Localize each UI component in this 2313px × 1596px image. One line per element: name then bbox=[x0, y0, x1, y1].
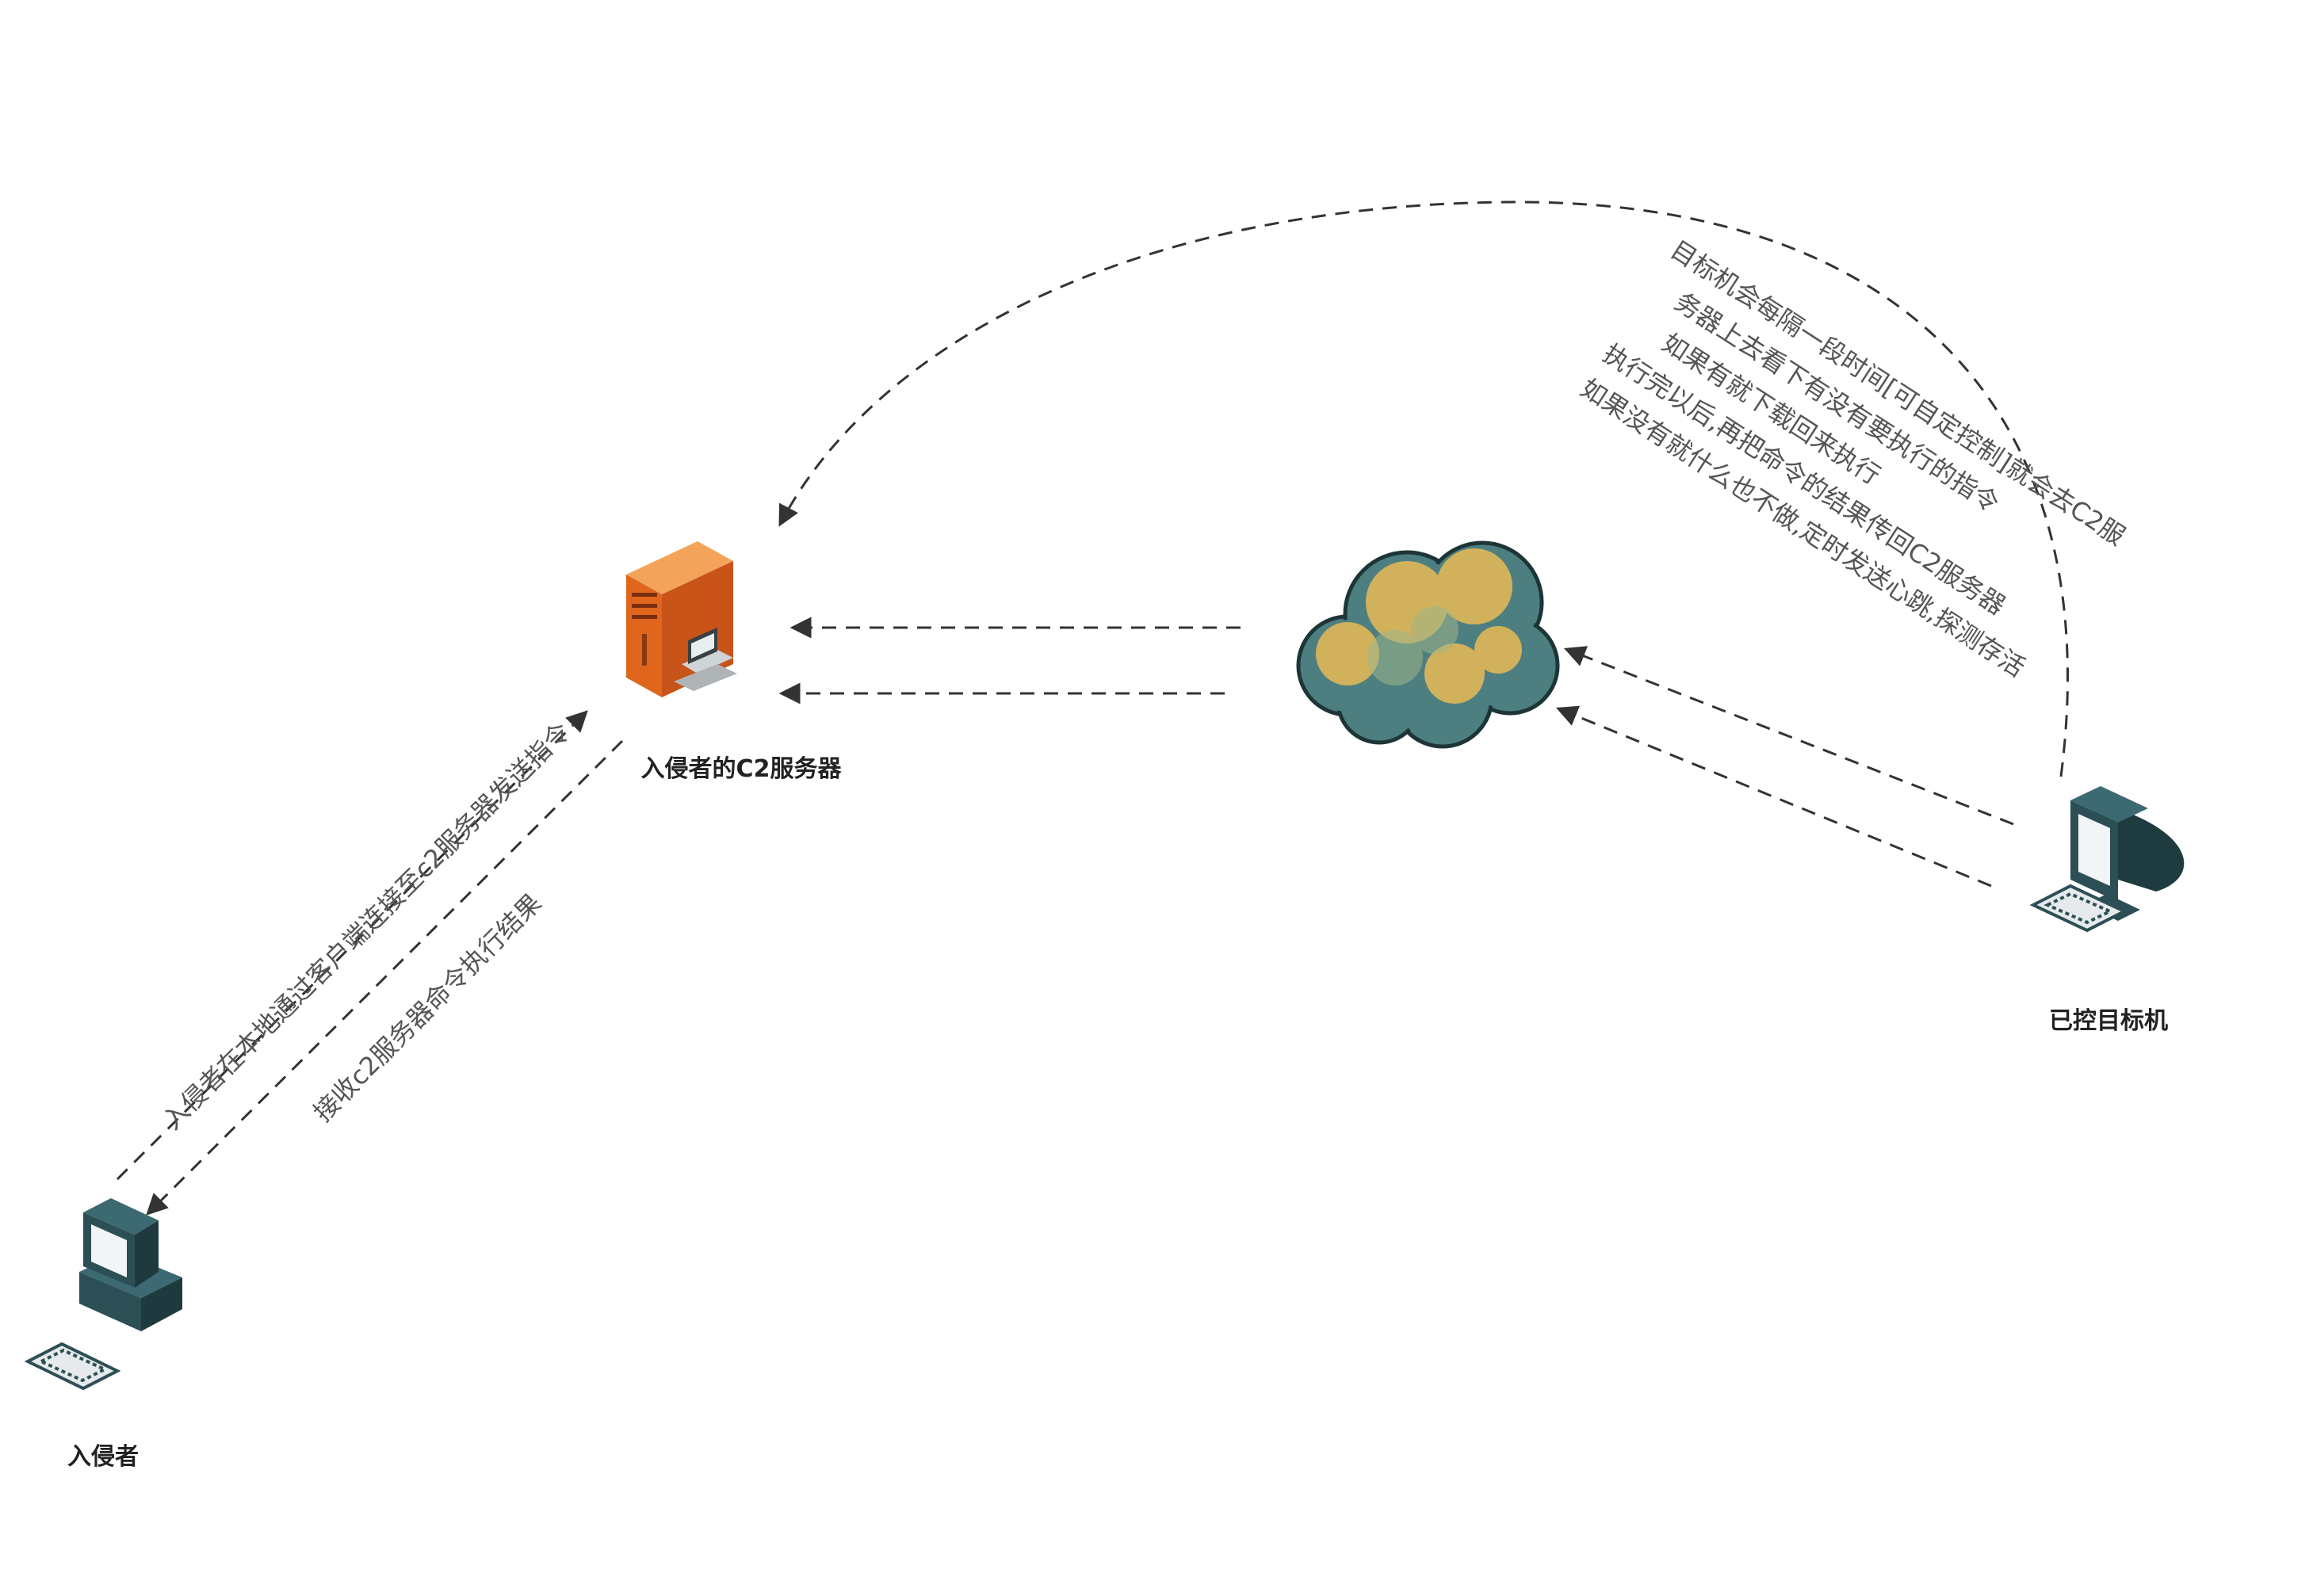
target-label: 已控目标机 bbox=[2049, 1007, 2168, 1035]
cloud-icon bbox=[1296, 540, 1560, 749]
arrow-target-to-cloud-lower bbox=[1556, 705, 1992, 888]
c2-server-icon bbox=[626, 541, 737, 697]
arrow-intruder-to-c2 bbox=[116, 710, 588, 1181]
arrow-target-to-cloud-upper bbox=[1563, 646, 2014, 826]
intruder-label: 入侵者 bbox=[67, 1443, 139, 1471]
target-pc-icon bbox=[2029, 786, 2185, 933]
intruder-pc-icon bbox=[24, 1198, 182, 1391]
c2-server-label: 入侵者的C2服务器 bbox=[640, 755, 842, 783]
arrow-c2-to-intruder bbox=[146, 739, 624, 1216]
arc-arrow-target-to-c2 bbox=[778, 200, 2069, 777]
